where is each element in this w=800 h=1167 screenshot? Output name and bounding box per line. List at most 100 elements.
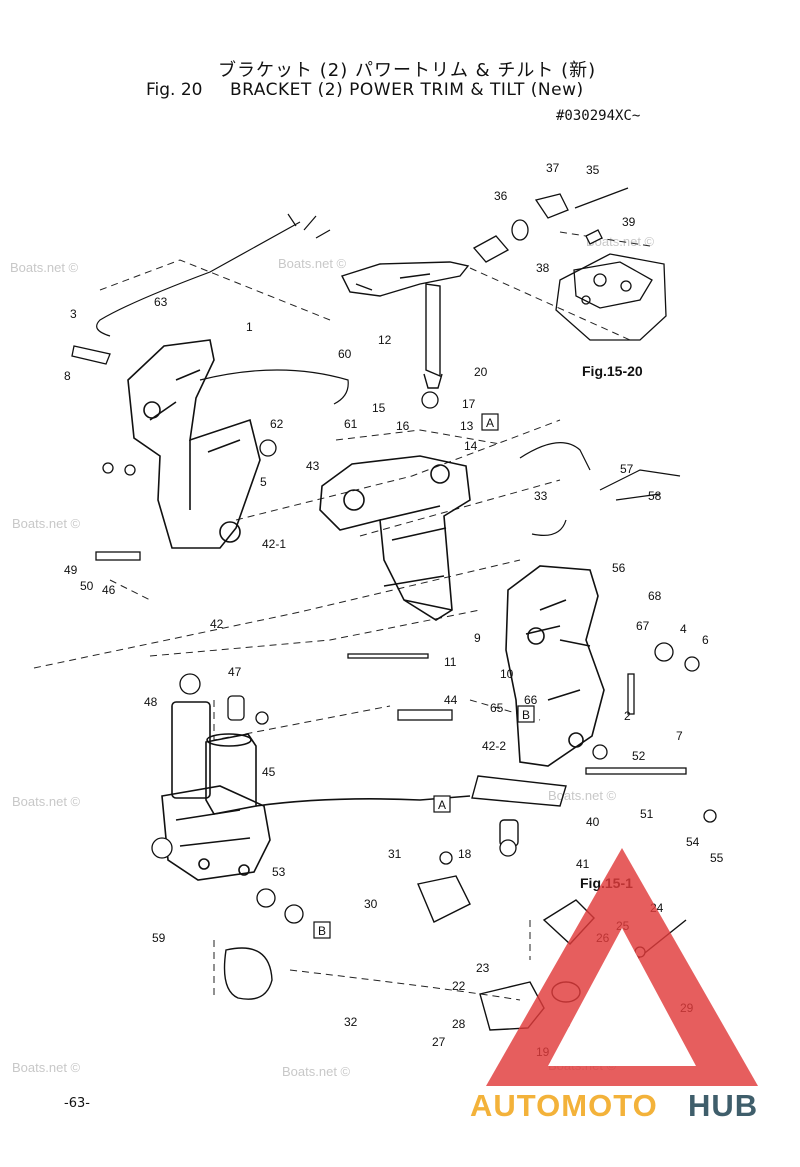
part-label: 68 <box>648 589 662 603</box>
watermark-text: Boats.net © <box>548 788 617 803</box>
watermark-text: Boats.net © <box>282 1064 351 1079</box>
part-label: 56 <box>612 561 626 575</box>
part-label: 30 <box>364 897 378 911</box>
connector-tag: A <box>438 798 446 812</box>
part-label: 50 <box>80 579 94 593</box>
part-label: 10 <box>500 667 514 681</box>
part-label: 1 <box>246 320 253 334</box>
part-label: 42 <box>210 617 224 631</box>
part-label: 7 <box>676 729 683 743</box>
part-label: 14 <box>464 439 478 453</box>
part-label: 57 <box>620 462 634 476</box>
tag-box <box>481 413 499 431</box>
page-number: -63- <box>64 1096 90 1111</box>
part-label: 46 <box>102 583 116 597</box>
part-label: 27 <box>432 1035 446 1049</box>
part-label: 51 <box>640 807 654 821</box>
tag-box <box>433 795 451 813</box>
serial-range: #030294XC~ <box>556 108 641 124</box>
part-label: 2 <box>624 709 631 723</box>
watermark-text: Boats.net © <box>10 260 79 275</box>
reference-fig-15-20: Fig.15-20 <box>582 363 643 379</box>
part-label: 35 <box>586 163 600 177</box>
part-label: 15 <box>372 401 386 415</box>
connector-tag: B <box>318 924 326 938</box>
logo-text-automoto: AUTOMOTO <box>470 1088 658 1123</box>
part-label: 67 <box>636 619 650 633</box>
part-label: 44 <box>444 693 458 707</box>
part-label: 8 <box>64 369 71 383</box>
logo-triangle-inner <box>548 928 696 1066</box>
part-label: 52 <box>632 749 646 763</box>
part-label: 39 <box>622 215 636 229</box>
part-label: 43 <box>306 459 320 473</box>
part-label: 47 <box>228 665 242 679</box>
part-label: 5 <box>260 475 267 489</box>
part-label: 31 <box>388 847 402 861</box>
connector-tag: A <box>486 416 494 430</box>
power-trim-tilt-unit <box>161 701 471 881</box>
part-label: 20 <box>474 365 488 379</box>
top-pin-parts <box>472 187 629 263</box>
wiring-harness <box>96 213 681 536</box>
swivel-bracket <box>319 455 471 621</box>
part-label: 37 <box>546 161 560 175</box>
part-label: 59 <box>152 931 166 945</box>
part-label: 54 <box>686 835 700 849</box>
part-label: 49 <box>64 563 78 577</box>
watermark-text: Boats.net © <box>278 256 347 271</box>
title-japanese: ブラケット (2) パワートリム & チルト (新) <box>218 60 597 81</box>
part-label: 58 <box>648 489 662 503</box>
part-label: 40 <box>586 815 600 829</box>
part-label: 66 <box>524 693 538 707</box>
part-label: 60 <box>338 347 352 361</box>
watermark-text: Boats.net © <box>12 794 81 809</box>
title-english: BRACKET (2) POWER TRIM & TILT (New) <box>230 80 584 100</box>
part-label: 6 <box>702 633 709 647</box>
logo-text-hub: HUB <box>688 1088 758 1123</box>
part-label: 9 <box>474 631 481 645</box>
part-label: 33 <box>534 489 548 503</box>
part-label: 11 <box>444 655 457 669</box>
part-label: 42-1 <box>262 537 286 551</box>
figure-number: Fig. 20 <box>146 80 203 100</box>
part-label: 4 <box>680 622 687 636</box>
part-label: 18 <box>458 847 472 861</box>
part-label: 41 <box>576 857 590 871</box>
fasteners <box>71 345 717 968</box>
lower-cover-illustration <box>555 253 667 341</box>
automotohub-logo: AUTOMOTO HUB <box>470 848 758 1123</box>
watermark-text: Boats.net © <box>12 516 81 531</box>
connector-tags: A A B B <box>313 413 535 939</box>
part-label: 62 <box>270 417 284 431</box>
watermark-text: Boats.net © <box>12 1060 81 1075</box>
part-label: 13 <box>460 419 474 433</box>
part-label: 3 <box>70 307 77 321</box>
left-bracket <box>127 339 261 549</box>
tilt-arm-assembly <box>341 261 470 389</box>
part-labels: 1 2 3 4 5 6 7 8 9 10 11 12 13 14 15 16 1… <box>64 161 724 1059</box>
part-label: 61 <box>344 417 358 431</box>
part-label: 28 <box>452 1017 466 1031</box>
part-label: 32 <box>344 1015 358 1029</box>
part-label: 17 <box>462 397 476 411</box>
part-label: 53 <box>272 865 286 879</box>
part-label: 36 <box>494 189 508 203</box>
part-label: 65 <box>490 701 504 715</box>
part-label: 63 <box>154 295 168 309</box>
part-label: 55 <box>710 851 724 865</box>
tag-box <box>313 921 331 939</box>
tag-box <box>517 705 535 723</box>
assembly-lines <box>33 231 651 1001</box>
right-bracket <box>505 565 605 767</box>
connector-tag: B <box>522 708 530 722</box>
part-label: 48 <box>144 695 158 709</box>
part-label: 38 <box>536 261 550 275</box>
part-label: 42-2 <box>482 739 506 753</box>
part-label: 23 <box>476 961 490 975</box>
part-label: 45 <box>262 765 276 779</box>
part-label: 16 <box>396 419 410 433</box>
part-label: 22 <box>452 979 466 993</box>
